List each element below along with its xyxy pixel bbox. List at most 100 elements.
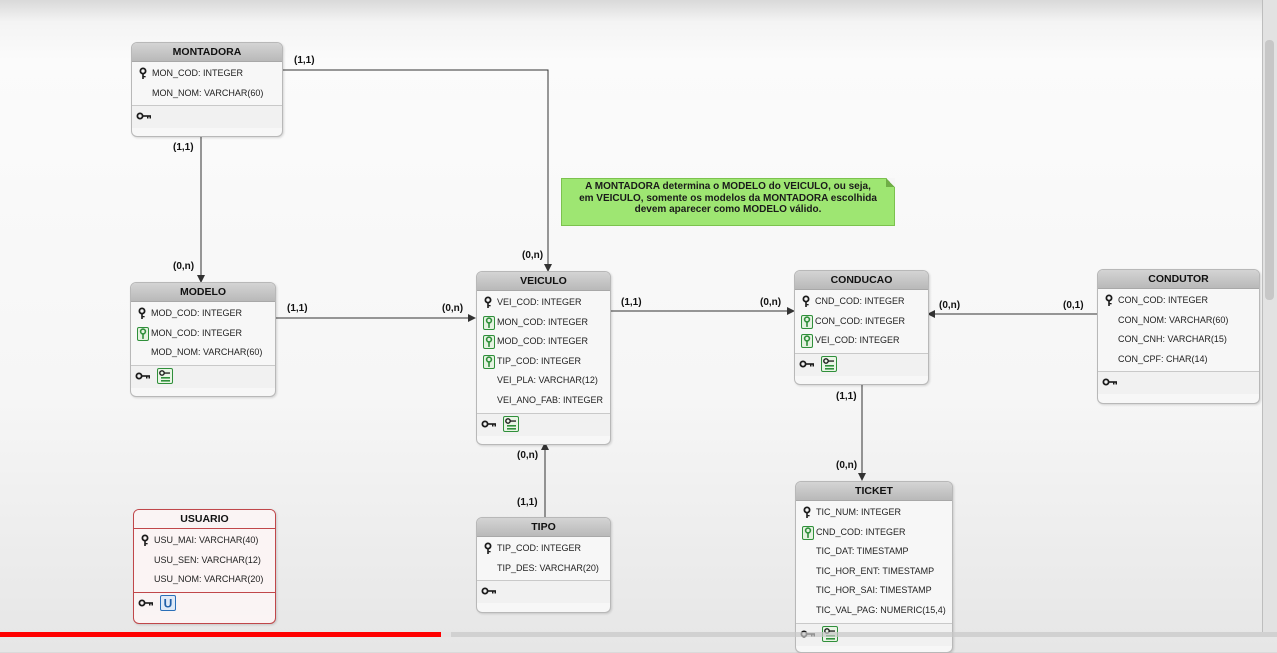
entity-ticket[interactable]: TICKET TIC_NUM: INTEGER CND_COD: INTEGER TI… — [795, 481, 953, 653]
scrollbar-thumb — [1265, 40, 1274, 300]
foreign-key-index-icon[interactable] — [157, 367, 173, 384]
entity-title: TICKET — [796, 482, 952, 501]
attribute-name: CON_NOM: VARCHAR(60) — [1118, 314, 1229, 325]
attribute-row[interactable]: TIC_HOR_ENT: TIMESTAMP — [796, 562, 952, 582]
attribute-row[interactable]: MON_NOM: VARCHAR(60) — [132, 84, 282, 104]
attribute-row[interactable]: MON_COD: INTEGER — [132, 64, 282, 84]
entity-index-footer: U — [134, 591, 275, 615]
attribute-name: USU_SEN: VARCHAR(12) — [154, 554, 261, 565]
attribute-row[interactable]: TIP_COD: INTEGER — [477, 539, 610, 559]
attribute-row[interactable]: CON_NOM: VARCHAR(60) — [1098, 311, 1259, 331]
primary-key-index-icon[interactable] — [135, 370, 151, 382]
attribute-row[interactable]: USU_SEN: VARCHAR(12) — [134, 551, 275, 571]
attribute-name: CND_COD: INTEGER — [816, 526, 906, 537]
attribute-row[interactable]: TIP_COD: INTEGER — [477, 352, 610, 372]
attribute-row[interactable]: CON_COD: INTEGER — [795, 312, 928, 332]
primary-key-icon — [1105, 294, 1113, 306]
attribute-name: TIC_NUM: INTEGER — [816, 507, 902, 517]
primary-key-icon — [138, 307, 146, 319]
attribute-name: TIC_HOR_SAI: TIMESTAMP — [816, 585, 932, 596]
attribute-list: VEI_COD: INTEGER MON_COD: INTEGER MOD_COD:… — [477, 291, 610, 413]
annotation-note[interactable]: A MONTADORA determina o MODELO do VEICUL… — [561, 178, 895, 226]
attribute-list: MON_COD: INTEGER MON_NOM: VARCHAR(60) — [132, 62, 282, 105]
video-progress-bar[interactable] — [0, 632, 1277, 637]
attribute-row[interactable]: MOD_COD: INTEGER — [477, 332, 610, 352]
rel-montadora-veiculo[interactable] — [282, 69, 552, 272]
entity-condutor[interactable]: CONDUTOR CON_COD: INTEGER CON_NOM: VARCHAR… — [1097, 269, 1260, 404]
cardinality-label: (1,1) — [621, 297, 642, 308]
entity-title: CONDUCAO — [795, 271, 928, 290]
attribute-name: MOD_COD: INTEGER — [497, 336, 589, 347]
entity-index-footer — [477, 412, 610, 436]
primary-key-index-icon[interactable] — [138, 597, 154, 609]
foreign-key-icon — [137, 326, 149, 341]
attribute-list: CON_COD: INTEGER CON_NOM: VARCHAR(60) CON_… — [1098, 289, 1259, 371]
attribute-row[interactable]: TIC_NUM: INTEGER — [796, 503, 952, 523]
cardinality-label: (0,n) — [442, 303, 464, 314]
foreign-key-index-icon[interactable] — [503, 415, 519, 432]
attribute-row[interactable]: VEI_PLA: VARCHAR(12) — [477, 371, 610, 391]
attribute-name: USU_MAI: VARCHAR(40) — [154, 535, 259, 545]
cardinality-label: (1,1) — [517, 497, 538, 508]
attribute-row[interactable]: TIC_VAL_PAG: NUMERIC(15,4) — [796, 601, 952, 621]
attribute-row[interactable]: USU_NOM: VARCHAR(20) — [134, 570, 275, 590]
attribute-name: TIC_HOR_ENT: TIMESTAMP — [816, 565, 935, 576]
note-line: devem aparecer como MODELO válido. — [634, 204, 822, 215]
primary-key-icon — [484, 296, 492, 308]
attribute-name: CON_CPF: CHAR(14) — [1118, 353, 1208, 364]
primary-key-index-icon[interactable] — [481, 585, 497, 597]
entity-montadora[interactable]: MONTADORA MON_COD: INTEGER MON_NOM: VARCHA… — [131, 42, 283, 137]
primary-key-index-icon[interactable] — [136, 110, 152, 122]
attribute-name: VEI_COD: INTEGER — [815, 335, 900, 346]
attribute-name: TIP_DES: VARCHAR(20) — [497, 562, 599, 573]
attribute-name: CON_CNH: VARCHAR(15) — [1118, 334, 1227, 345]
entity-conducao[interactable]: CONDUCAO CND_COD: INTEGER CON_COD: INTEGER… — [794, 270, 929, 385]
attribute-name: CND_COD: INTEGER — [815, 296, 905, 306]
video-progress-played — [0, 632, 441, 637]
primary-key-index-icon[interactable] — [799, 358, 815, 370]
attribute-name: TIC_DAT: TIMESTAMP — [816, 546, 909, 557]
attribute-row[interactable]: TIC_HOR_SAI: TIMESTAMP — [796, 581, 952, 601]
attribute-row[interactable]: CON_CNH: VARCHAR(15) — [1098, 330, 1259, 350]
attribute-name: TIC_VAL_PAG: NUMERIC(15,4) — [816, 604, 946, 615]
attribute-row[interactable]: MON_COD: INTEGER — [131, 324, 275, 344]
attribute-row[interactable]: CON_COD: INTEGER — [1098, 291, 1259, 311]
attribute-row[interactable]: CND_COD: INTEGER — [796, 523, 952, 543]
cardinality-label: (0,n) — [517, 450, 539, 461]
primary-key-index-icon[interactable] — [1102, 376, 1118, 388]
vertical-scrollbar[interactable] — [1262, 0, 1277, 632]
attribute-name: VEI_COD: INTEGER — [497, 297, 582, 307]
foreign-key-icon — [483, 354, 495, 369]
attribute-name: MON_COD: INTEGER — [152, 68, 244, 78]
note-fold-corner — [886, 178, 895, 187]
attribute-row[interactable]: VEI_COD: INTEGER — [477, 293, 610, 313]
unique-index-icon[interactable]: U — [160, 594, 176, 611]
entity-index-footer — [132, 105, 282, 129]
attribute-name: TIP_COD: INTEGER — [497, 543, 582, 553]
entity-index-footer — [1098, 371, 1259, 395]
attribute-name: MON_COD: INTEGER — [497, 316, 589, 327]
attribute-row[interactable]: TIP_DES: VARCHAR(20) — [477, 559, 610, 579]
entity-title: MODELO — [131, 283, 275, 302]
entity-usuario[interactable]: USUARIO USU_MAI: VARCHAR(40) USU_SEN: VARC… — [133, 509, 276, 624]
attribute-row[interactable]: VEI_ANO_FAB: INTEGER — [477, 391, 610, 411]
primary-key-index-icon[interactable] — [481, 418, 497, 430]
attribute-row[interactable]: CON_CPF: CHAR(14) — [1098, 350, 1259, 370]
attribute-row[interactable]: MOD_COD: INTEGER — [131, 304, 275, 324]
entity-title: MONTADORA — [132, 43, 282, 62]
foreign-key-index-icon[interactable] — [821, 355, 837, 372]
attribute-row[interactable]: MON_COD: INTEGER — [477, 313, 610, 333]
attribute-row[interactable]: USU_MAI: VARCHAR(40) — [134, 531, 275, 551]
attribute-row[interactable]: CND_COD: INTEGER — [795, 292, 928, 312]
entity-title: CONDUTOR — [1098, 270, 1259, 289]
attribute-row[interactable]: VEI_COD: INTEGER — [795, 331, 928, 351]
attribute-name: VEI_PLA: VARCHAR(12) — [497, 375, 598, 386]
attribute-row[interactable]: TIC_DAT: TIMESTAMP — [796, 542, 952, 562]
entity-title: USUARIO — [134, 510, 275, 529]
attribute-row[interactable]: MOD_NOM: VARCHAR(60) — [131, 343, 275, 363]
cardinality-label: (0,n) — [760, 297, 782, 308]
